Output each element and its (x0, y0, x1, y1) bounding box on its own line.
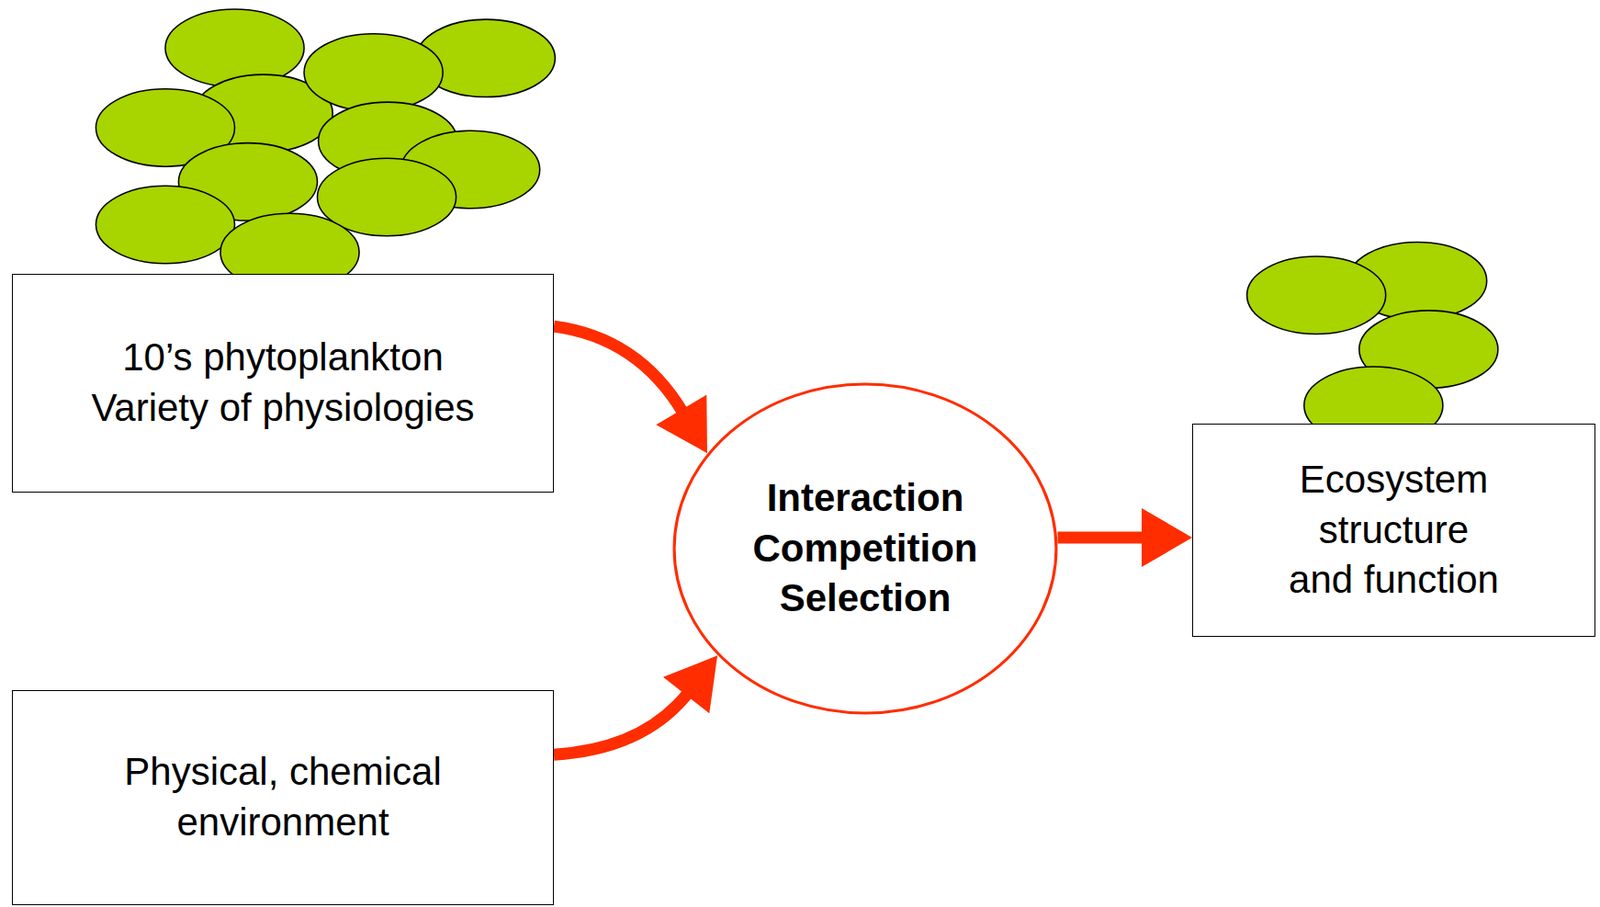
cell (1247, 256, 1386, 334)
flow-arrow (553, 326, 708, 453)
cell (165, 9, 305, 87)
cell (95, 185, 235, 263)
phytoplankton-box: 10’s phytoplankton Variety of physiologi… (11, 273, 554, 493)
arrow-head (1141, 507, 1193, 567)
process-circle: Interaction Competition Selection (672, 382, 1059, 715)
cell (304, 33, 443, 112)
node-label: 10’s phytoplankton Variety of physiologi… (80, 332, 485, 433)
arrow-shaft (553, 691, 689, 755)
node-label: Ecosystem structure and function (1285, 454, 1503, 606)
flow-arrow (553, 654, 718, 755)
ecosystem-box: Ecosystem structure and function (1192, 423, 1596, 637)
flow-arrow (1058, 507, 1193, 567)
node-label: Physical, chemical environment (99, 746, 467, 847)
circle-shape (674, 383, 1057, 713)
environment-box: Physical, chemical environment (11, 689, 554, 905)
arrow-head (655, 394, 708, 454)
arrow-head (663, 654, 718, 713)
arrow-shaft (553, 326, 684, 413)
arrow-shaft (1058, 531, 1146, 544)
node-label: Interaction Competition Selection (727, 473, 1003, 624)
